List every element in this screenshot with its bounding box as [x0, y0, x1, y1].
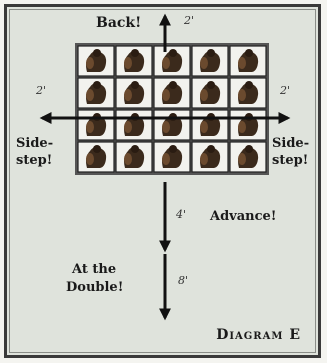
soldier-head-icon: [207, 49, 215, 57]
soldier-shield-icon: [86, 121, 94, 133]
soldier-shield-icon: [124, 89, 132, 101]
formation-cell: [191, 141, 229, 173]
soldier-shield-icon: [124, 153, 132, 165]
formation-cell: [191, 109, 229, 141]
soldier-head-icon: [93, 49, 101, 57]
soldier-shield-icon: [200, 121, 208, 133]
sidestep-right-label-line2: step!: [272, 153, 309, 168]
double-label-line1: At the: [72, 262, 117, 277]
soldier-head-icon: [93, 145, 101, 153]
formation-cell: [153, 45, 191, 77]
soldier-shield-icon: [238, 153, 246, 165]
soldier-shield-icon: [86, 89, 94, 101]
soldier-shield-icon: [200, 153, 208, 165]
soldier-head-icon: [245, 145, 253, 153]
soldier-shield-icon: [124, 121, 132, 133]
soldier-head-icon: [207, 81, 215, 89]
formation-cell: [77, 109, 115, 141]
advance-distance-label: 4': [176, 208, 187, 221]
formation-cell: [153, 109, 191, 141]
double-label-line2: Double!: [66, 280, 124, 295]
soldier-head-icon: [131, 145, 139, 153]
formation-cell: [229, 77, 267, 109]
sidestep-left-label-line1: Side-: [16, 136, 54, 151]
formation-cell: [77, 141, 115, 173]
formation-cell: [77, 77, 115, 109]
troop-formation-grid: [75, 43, 269, 175]
formation-cell: [191, 77, 229, 109]
formation-cell: [229, 141, 267, 173]
soldier-shield-icon: [162, 57, 170, 69]
formation-cell: [115, 141, 153, 173]
soldier-head-icon: [93, 81, 101, 89]
soldier-shield-icon: [124, 57, 132, 69]
soldier-head-icon: [245, 49, 253, 57]
sidestep-left-label-line2: step!: [16, 153, 53, 168]
soldier-shield-icon: [238, 89, 246, 101]
soldier-shield-icon: [162, 89, 170, 101]
soldier-head-icon: [131, 81, 139, 89]
formation-cell: [115, 77, 153, 109]
soldier-head-icon: [169, 145, 177, 153]
formation-cell: [115, 109, 153, 141]
formation-cell: [229, 45, 267, 77]
soldier-head-icon: [169, 49, 177, 57]
back-label: Back!: [96, 15, 142, 31]
soldier-head-icon: [245, 81, 253, 89]
formation-cell: [153, 77, 191, 109]
right-distance-label: 2': [280, 84, 291, 97]
formation-cell: [77, 45, 115, 77]
soldier-shield-icon: [200, 89, 208, 101]
formation-cell: [191, 45, 229, 77]
diagram-inner-border: [9, 9, 316, 353]
soldier-shield-icon: [86, 153, 94, 165]
sidestep-right-label-line1: Side-: [272, 136, 310, 151]
double-distance-label: 8': [178, 274, 189, 287]
soldier-shield-icon: [238, 121, 246, 133]
diagram-caption: Diagram E: [216, 327, 301, 343]
soldier-head-icon: [131, 49, 139, 57]
soldier-head-icon: [207, 145, 215, 153]
formation-cell: [115, 45, 153, 77]
soldier-head-icon: [169, 81, 177, 89]
soldier-shield-icon: [238, 57, 246, 69]
soldier-shield-icon: [162, 153, 170, 165]
formation-cell: [153, 141, 191, 173]
back-distance-label: 2': [184, 14, 195, 27]
soldier-shield-icon: [162, 121, 170, 133]
advance-label: Advance!: [210, 209, 277, 224]
soldier-shield-icon: [200, 57, 208, 69]
soldier-shield-icon: [86, 57, 94, 69]
formation-cell: [229, 109, 267, 141]
left-distance-label: 2': [36, 84, 47, 97]
